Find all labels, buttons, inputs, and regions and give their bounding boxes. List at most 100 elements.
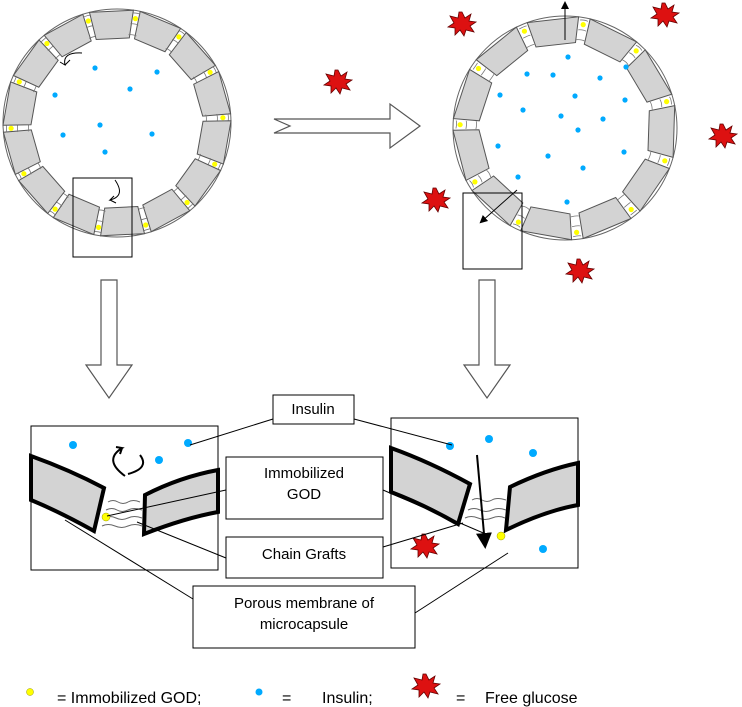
label-membrane-line1: Porous membrane of	[234, 595, 375, 612]
membrane-segment	[88, 9, 134, 41]
membrane-segment	[196, 120, 232, 165]
microcapsule-closed	[2, 8, 232, 258]
membrane-segment	[193, 70, 232, 117]
insulin-dot	[154, 69, 160, 75]
chain-graft	[571, 225, 580, 228]
zoom-region-box	[72, 177, 133, 258]
chain-graft	[477, 175, 483, 183]
membrane-segment	[526, 16, 580, 48]
insulin-dot	[565, 54, 571, 60]
insulin-dot	[184, 439, 192, 447]
chain-graft	[630, 209, 638, 216]
chain-graft	[227, 113, 229, 122]
insulin-dot	[155, 456, 163, 464]
god-dot	[8, 125, 14, 131]
chain-graft	[469, 180, 474, 188]
glucose-icon	[650, 2, 680, 28]
leader-line	[64, 519, 194, 600]
legend-insulin-text: Insulin;	[322, 690, 373, 707]
label-chain-grafts-text: Chain Grafts	[262, 546, 346, 563]
god-dot	[85, 18, 91, 24]
membrane-segment	[578, 196, 632, 240]
membrane-ring-right	[452, 16, 676, 241]
zoom-panel-closed	[29, 425, 220, 571]
membrane-segment	[452, 129, 490, 182]
insulin-dot	[149, 131, 155, 137]
zoom-panel-open	[389, 417, 580, 569]
chain-graft	[130, 23, 139, 26]
god-dot	[515, 219, 522, 225]
curved-arrow-icon	[112, 446, 144, 477]
insulin-dot	[446, 442, 454, 450]
membrane-segment	[52, 193, 101, 236]
chain-graft	[465, 120, 467, 129]
god-dot	[44, 40, 50, 47]
insulin-dot	[60, 132, 66, 138]
god-dot	[96, 224, 102, 230]
insulin-dot	[621, 149, 627, 155]
god-dot	[212, 161, 218, 167]
chain-graft	[5, 124, 8, 133]
insulin-dot	[539, 545, 547, 553]
zoom-arrow-right-icon	[462, 279, 512, 400]
insulin-dot	[575, 127, 581, 133]
insulin-dot	[545, 153, 551, 159]
label-god-line1: Immobilized	[264, 465, 344, 482]
insulin-dot	[623, 64, 629, 70]
chain-graft	[212, 66, 217, 74]
chain-graft	[512, 223, 521, 228]
chain-graft	[217, 162, 222, 170]
membrane-segment	[142, 188, 191, 233]
god-dot	[457, 122, 463, 128]
insulin-dot	[564, 199, 570, 205]
leader-lines	[64, 418, 509, 614]
leader-line	[414, 552, 509, 614]
insulin-dot	[92, 65, 98, 71]
god-dot	[574, 229, 580, 235]
god-dot	[472, 179, 478, 185]
chain-graft	[578, 29, 587, 32]
membrane-segment	[647, 104, 676, 158]
transition-arrow-icon	[273, 102, 422, 150]
membrane-segment	[503, 460, 580, 534]
chain-graft	[472, 62, 478, 70]
label-immobilized-god: Immobilized GOD	[225, 456, 384, 520]
membrane-segment	[471, 175, 524, 227]
god-dot	[207, 69, 213, 75]
legend-god-icon	[26, 688, 34, 696]
chain-graft	[522, 34, 531, 39]
insulin-dot	[600, 116, 606, 122]
chain-graft	[526, 44, 535, 48]
chain-graft	[622, 59, 629, 66]
leader-line	[382, 489, 489, 536]
chain-graft	[572, 235, 582, 238]
insulin-dot	[495, 143, 501, 149]
leader-line	[382, 522, 464, 548]
chain-graft	[107, 500, 141, 504]
leader-line	[189, 418, 274, 446]
membrane-segment	[17, 165, 66, 215]
chain-graft	[455, 120, 457, 129]
release-arrow-icon	[475, 454, 492, 549]
legend: = Immobilized GOD; = Insulin; = Free glu…	[26, 673, 578, 707]
label-god-line2: GOD	[287, 486, 321, 503]
insulin-dot	[97, 122, 103, 128]
insulin-dot	[622, 97, 628, 103]
insulin-dot	[127, 86, 133, 92]
membrane-segment	[452, 68, 493, 122]
insulin-dot	[558, 113, 564, 119]
leader-line	[106, 489, 227, 517]
membrane-segment	[2, 81, 38, 126]
glucose-icon	[323, 69, 353, 95]
god-dot	[662, 158, 668, 164]
god-dot	[521, 28, 528, 34]
membrane-segment	[625, 48, 673, 103]
chain-graft	[666, 158, 671, 166]
label-membrane-line2: microcapsule	[260, 616, 348, 633]
insulin-dot	[524, 71, 530, 77]
god-dot	[143, 222, 149, 228]
god-dot	[220, 115, 226, 121]
god-dot	[132, 16, 138, 22]
chain-graft	[629, 52, 636, 59]
label-chain-grafts: Chain Grafts	[225, 536, 384, 579]
